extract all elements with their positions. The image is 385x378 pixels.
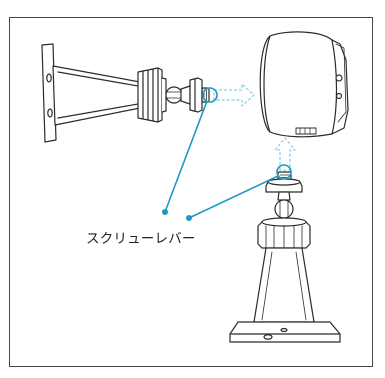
stand-mount bbox=[230, 172, 340, 342]
callout-line-stand bbox=[189, 176, 278, 218]
callout-dot-wall bbox=[162, 209, 168, 215]
callout-dot-stand bbox=[186, 215, 192, 221]
camera-body bbox=[260, 32, 348, 137]
callout-line-wall bbox=[165, 101, 207, 212]
arrow-right-icon bbox=[214, 84, 254, 106]
screw-lever-label: スクリューレバー bbox=[86, 227, 196, 247]
wall-mount-bracket bbox=[42, 44, 209, 142]
